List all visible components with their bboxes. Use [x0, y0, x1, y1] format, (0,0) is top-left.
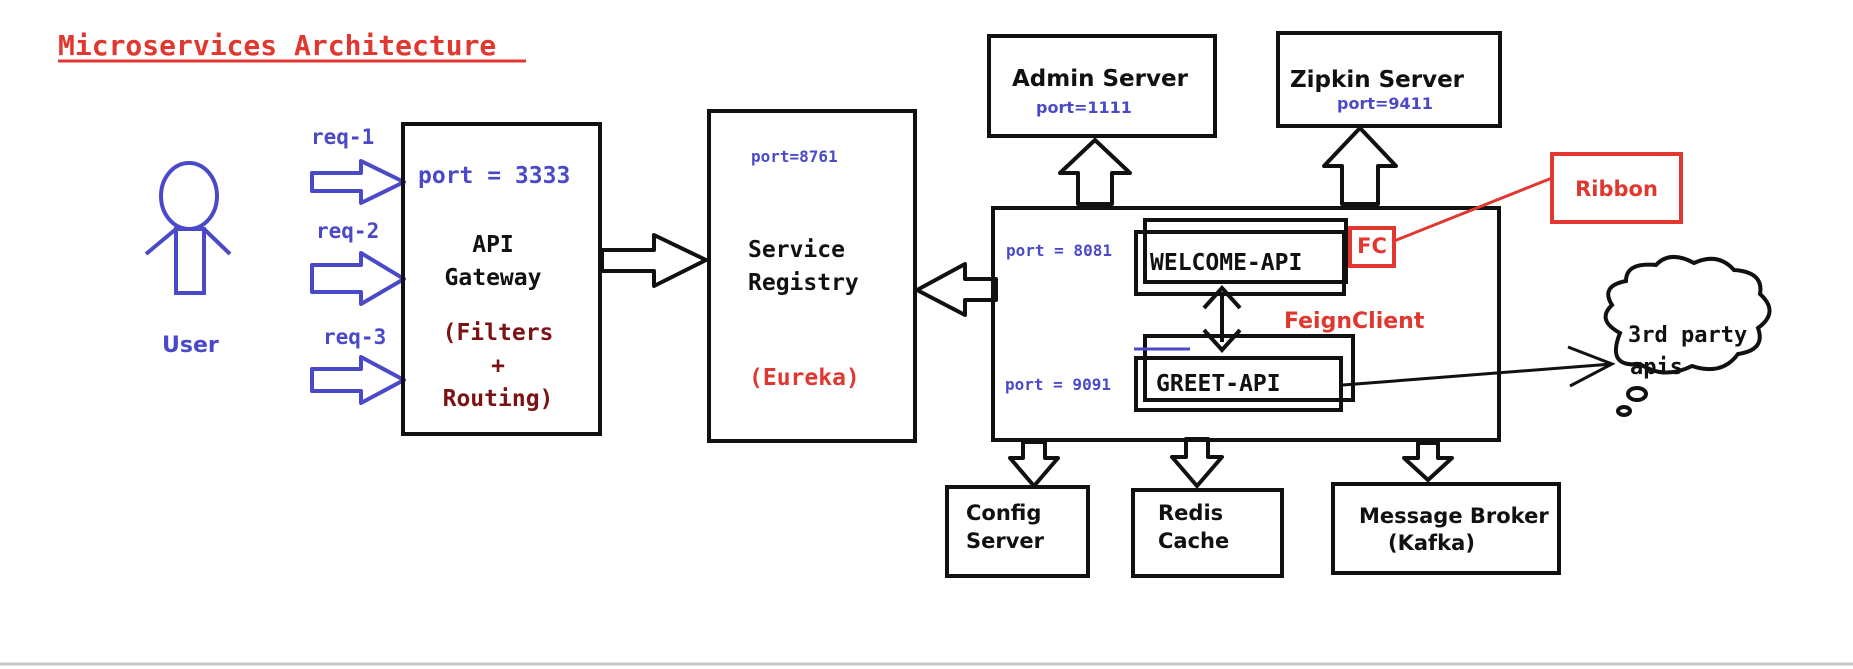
third-party-line2: apis	[1630, 355, 1683, 380]
message-broker-line1: Message Broker	[1359, 504, 1549, 528]
config-server-box	[945, 485, 1090, 578]
redis-cache-line1: Redis	[1158, 501, 1224, 525]
welcome-greet-arrow	[1202, 285, 1242, 353]
registry-title-line1: Service	[748, 237, 845, 263]
message-broker-box	[1331, 482, 1561, 575]
user-label: User	[162, 333, 219, 358]
service-registry-box	[707, 109, 917, 443]
gateway-sub-line3: Routing)	[442, 386, 554, 412]
admin-arrow	[1058, 138, 1132, 206]
fc-label: FC	[1357, 234, 1387, 258]
redis-cache-line2: Cache	[1158, 529, 1230, 553]
services-container	[991, 206, 1501, 442]
redis-cache-box	[1131, 488, 1284, 578]
api-gateway-box	[401, 122, 602, 436]
greet-api-outer-box	[1134, 356, 1343, 412]
zipkin-server-box	[1276, 31, 1502, 128]
user-figure	[144, 161, 232, 295]
request-arrow-1	[310, 159, 406, 205]
services-to-registry-arrow	[915, 262, 998, 317]
zipkin-server-label: Zipkin Server	[1290, 67, 1465, 93]
message-broker-line2: (Kafka)	[1388, 531, 1475, 555]
welcome-api-label: WELCOME-API	[1150, 250, 1303, 276]
gateway-sub-line1: (Filters	[442, 320, 554, 346]
fc-to-ribbon-line	[1393, 176, 1553, 243]
zipkin-server-port: port=9411	[1337, 94, 1433, 113]
ribbon-label: Ribbon	[1575, 177, 1658, 201]
config-server-line2: Server	[966, 529, 1045, 553]
redis-down-arrow	[1170, 437, 1224, 488]
greet-api-label: GREET-API	[1156, 371, 1281, 397]
fc-box	[1348, 226, 1396, 268]
zipkin-arrow	[1322, 126, 1398, 206]
request-label-3: req-3	[323, 325, 387, 349]
registry-sub: (Eureka)	[749, 365, 860, 391]
greet-to-thirdparty-arrow	[1342, 345, 1616, 388]
request-arrow-3	[310, 355, 406, 405]
admin-server-port: port=1111	[1036, 98, 1132, 117]
request-label-2: req-2	[316, 219, 380, 243]
welcome-api-inner-box	[1143, 218, 1348, 284]
greet-api-inner-box	[1143, 334, 1355, 402]
welcome-api-port: port = 8081	[1006, 241, 1112, 260]
gateway-title-line2: Gateway	[444, 265, 542, 291]
third-party-cloud	[1603, 255, 1772, 417]
feign-client-label: FeignClient	[1284, 309, 1425, 334]
diagram-title: Microservices Architecture	[58, 29, 497, 62]
request-label-1: req-1	[311, 125, 375, 149]
third-party-line1: 3rd party	[1628, 323, 1748, 348]
registry-port: port=8761	[751, 147, 838, 166]
gateway-title-line1: API	[472, 232, 514, 258]
request-arrow-2	[310, 251, 406, 306]
ribbon-box	[1550, 152, 1683, 224]
gateway-port: port = 3333	[418, 163, 571, 189]
gateway-sub-line2: +	[491, 353, 505, 379]
admin-server-label: Admin Server	[1012, 66, 1188, 92]
config-server-line1: Config	[966, 501, 1042, 525]
registry-title-line2: Registry	[748, 270, 859, 296]
admin-server-box	[987, 34, 1217, 138]
request-arrows	[310, 159, 406, 405]
gateway-to-registry-arrow	[600, 233, 708, 288]
broker-down-arrow	[1402, 441, 1454, 482]
greet-api-port: port = 9091	[1005, 375, 1111, 394]
config-down-arrow	[1008, 440, 1060, 488]
